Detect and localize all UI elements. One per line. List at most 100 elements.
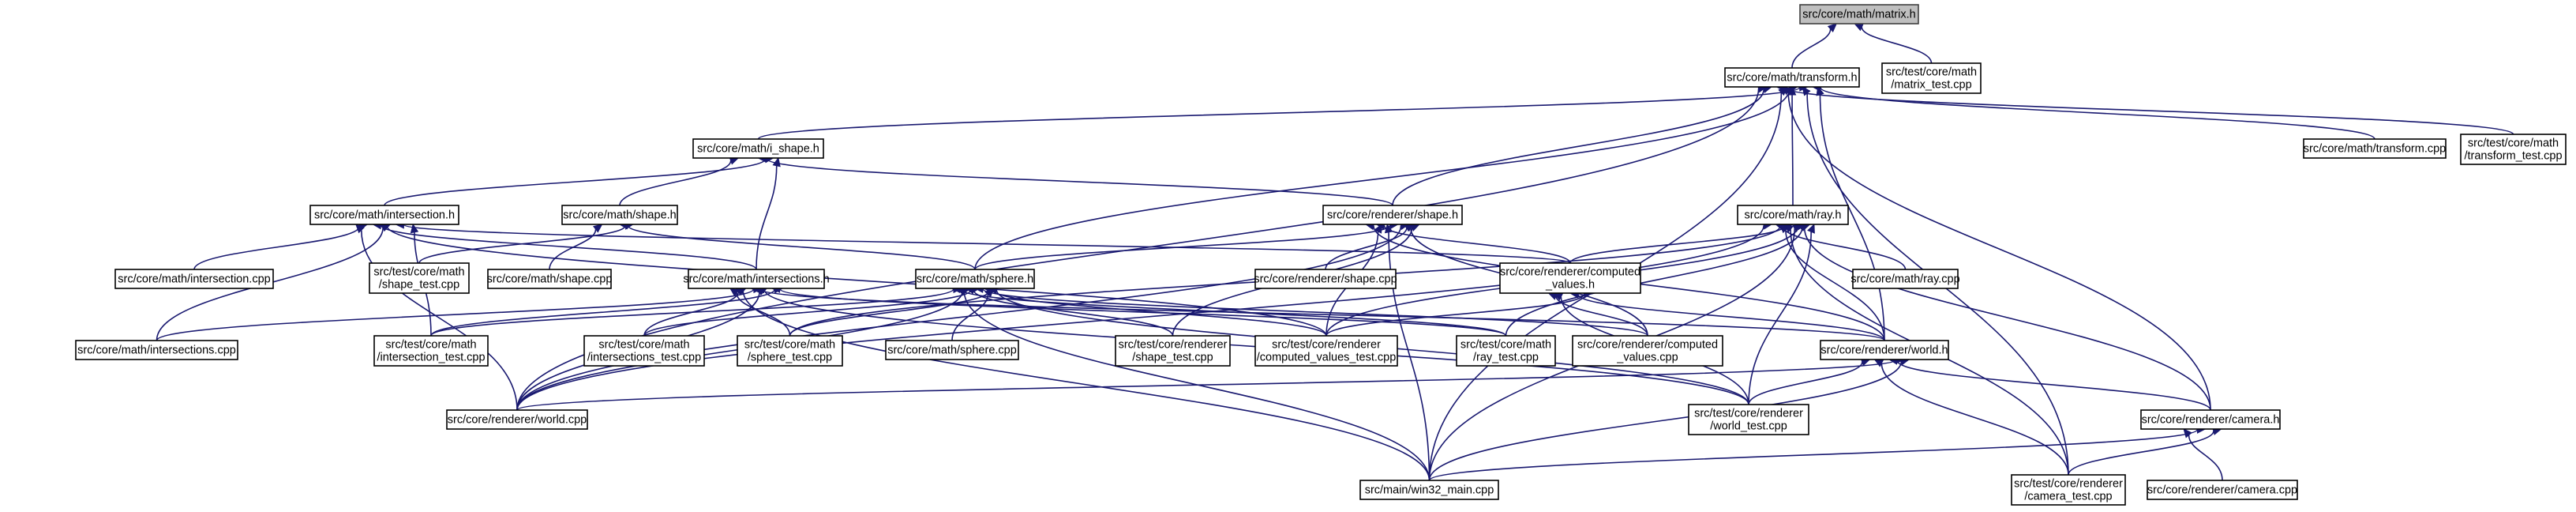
file-node-intersection-h[interactable]: src/core/math/intersection.h: [309, 205, 459, 225]
node-box: [2303, 138, 2447, 159]
file-node-world-cpp[interactable]: src/core/renderer/world.cpp: [446, 409, 588, 430]
edge-i_shape-to-intersection_h: [384, 154, 774, 206]
edge-transform-to-i_shape: [757, 83, 1809, 140]
node-label: src/core/math/ray.h: [1744, 209, 1841, 222]
arrowhead-icon: [354, 224, 365, 234]
file-node-camera-test[interactable]: src/test/core/renderer/camera_test.cpp: [2011, 474, 2126, 506]
file-node-i-shape[interactable]: src/core/math/i_shape.h: [692, 138, 824, 159]
node-label: /shape_test.cpp: [379, 279, 459, 292]
file-node-computed-h[interactable]: src/core/renderer/computed_values.h: [1499, 262, 1641, 294]
arrowhead-icon: [1384, 223, 1393, 234]
node-label: src/core/renderer/world.h: [1820, 344, 1948, 357]
edge-computed_h-to-computed_test: [1325, 290, 1593, 337]
edge-intersection_h-to-intersection_cpp: [193, 222, 369, 270]
edge-ray_h-to-camera_h: [1796, 224, 2211, 411]
node-box: [1359, 480, 1499, 500]
node-label: /shape_test.cpp: [1132, 352, 1213, 364]
file-node-sphere-h[interactable]: src/core/math/sphere.h: [915, 269, 1035, 289]
node-box: [561, 205, 678, 225]
node-label: src/core/math/sphere.cpp: [887, 344, 1017, 357]
file-node-sphere-cpp[interactable]: src/core/math/sphere.cpp: [885, 340, 1019, 360]
node-label: src/test/core/math: [1886, 66, 1977, 79]
node-label: src/core/math/intersections.h: [683, 273, 829, 286]
node-label: src/core/math/intersection.h: [314, 209, 455, 222]
file-node-camera-cpp[interactable]: src/core/renderer/camera.cpp: [2147, 480, 2298, 500]
file-node-r-shape-h[interactable]: src/core/renderer/shape.h: [1322, 205, 1463, 225]
file-node-ray-test[interactable]: src/test/core/math/ray_test.cpp: [1456, 335, 1556, 367]
file-node-transform-cpp[interactable]: src/core/math/transform.cpp: [2303, 138, 2447, 159]
node-box: [1322, 205, 1463, 225]
node-label: src/core/math/shape.cpp: [487, 273, 613, 286]
node-box: [1799, 4, 1919, 24]
file-node-shape-cpp[interactable]: src/core/math/shape.cpp: [487, 269, 613, 289]
arrowhead-icon: [1778, 86, 1788, 96]
file-node-transform-test[interactable]: src/test/core/math/transform_test.cpp: [2460, 134, 2567, 165]
node-label: /intersection_test.cpp: [377, 352, 485, 364]
edge-camera_h-to-camera_test: [2068, 427, 2222, 476]
file-node-matrix-test[interactable]: src/test/core/math/matrix_test.cpp: [1881, 62, 1982, 94]
arrowhead-icon: [1783, 224, 1794, 233]
file-node-world-test[interactable]: src/test/core/renderer/world_test.cpp: [1688, 404, 1809, 435]
node-label: src/test/core/math: [598, 339, 689, 352]
edge-ray_h-to-world_test: [1748, 223, 1815, 405]
file-node-intersection-test[interactable]: src/test/core/math/intersection_test.cpp: [373, 335, 489, 367]
node-label: src/core/math/shape.h: [563, 209, 676, 222]
node-label: src/core/renderer/world.cpp: [448, 414, 587, 427]
file-nodes: src/core/math/matrix.hsrc/core/math/tran…: [75, 4, 2567, 506]
node-box: [583, 335, 705, 367]
edge-camera_h-to-camera_cpp: [2183, 428, 2223, 481]
file-node-intersections-h[interactable]: src/core/math/intersections.h: [683, 269, 830, 289]
node-label: src/core/math/ray.cpp: [1850, 273, 1959, 286]
node-label: /world_test.cpp: [1710, 420, 1787, 433]
file-node-intersections-test[interactable]: src/test/core/math/intersections_test.cp…: [583, 335, 705, 367]
node-label: src/test/core/math: [385, 339, 476, 352]
node-box: [2140, 409, 2281, 430]
arrowhead-icon: [772, 156, 781, 168]
file-node-camera-h[interactable]: src/core/renderer/camera.h: [2140, 409, 2281, 430]
node-box: [1572, 335, 1723, 367]
file-node-intersection-cpp[interactable]: src/core/math/intersection.cpp: [114, 269, 274, 289]
file-node-computed-test[interactable]: src/test/core/renderer/computed_values_t…: [1254, 335, 1398, 367]
node-label: src/test/core/math: [2468, 137, 2559, 150]
node-box: [1254, 335, 1398, 367]
node-box: [1456, 335, 1556, 367]
node-label: src/test/core/math: [373, 266, 464, 279]
edge-r_shape_h-to-computed_h: [1375, 221, 1571, 264]
node-box: [1115, 335, 1231, 367]
node-label: src/core/renderer/computed: [1577, 339, 1718, 352]
node-box: [1254, 269, 1397, 289]
node-label: src/core/renderer/camera.cpp: [2147, 484, 2297, 497]
node-box: [2460, 134, 2567, 165]
edge-camera_h-to-win32: [1428, 425, 2207, 481]
edge-intersections_h-to-sphere_test: [729, 288, 791, 337]
node-box: [1820, 340, 1949, 360]
file-node-ray-h[interactable]: src/core/math/ray.h: [1737, 205, 1849, 225]
file-node-world-h[interactable]: src/core/renderer/world.h: [1820, 340, 1949, 360]
file-node-intersections-cpp[interactable]: src/core/math/intersections.cpp: [75, 340, 238, 360]
node-label: /sphere_test.cpp: [748, 352, 832, 364]
node-label: /matrix_test.cpp: [1891, 79, 1971, 92]
file-node-shape-test[interactable]: src/test/core/math/shape_test.cpp: [369, 262, 470, 294]
node-label: /intersections_test.cpp: [587, 352, 701, 364]
file-node-r-shape-cpp[interactable]: src/core/renderer/shape.cpp: [1254, 269, 1397, 289]
node-label: src/core/renderer/shape.h: [1327, 209, 1458, 222]
node-box: [309, 205, 459, 225]
edge-world_h-to-win32: [1428, 357, 1910, 481]
file-node-win32[interactable]: src/main/win32_main.cpp: [1359, 480, 1499, 500]
node-box: [2011, 474, 2126, 506]
node-label: src/test/core/math: [744, 339, 835, 352]
file-node-r-shape-test[interactable]: src/test/core/renderer/shape_test.cpp: [1115, 335, 1231, 367]
node-box: [75, 340, 238, 360]
arrowhead-icon: [729, 288, 740, 297]
node-label: src/test/core/renderer: [1694, 408, 1803, 420]
file-node-transform[interactable]: src/core/math/transform.h: [1724, 67, 1860, 88]
node-label: _values.h: [1545, 279, 1595, 292]
file-node-computed-cpp[interactable]: src/core/renderer/computed_values.cpp: [1572, 335, 1723, 367]
file-node-shape-h[interactable]: src/core/math/shape.h: [561, 205, 678, 225]
edge-shape_h-to-shape_cpp: [549, 224, 603, 270]
edge-i_shape-to-r_shape_h: [757, 154, 1393, 206]
node-box: [1724, 67, 1860, 88]
arrowhead-icon: [2183, 428, 2192, 439]
file-node-sphere-test[interactable]: src/test/core/math/sphere_test.cpp: [737, 335, 843, 367]
file-node-ray-cpp[interactable]: src/core/math/ray.cpp: [1850, 269, 1960, 289]
